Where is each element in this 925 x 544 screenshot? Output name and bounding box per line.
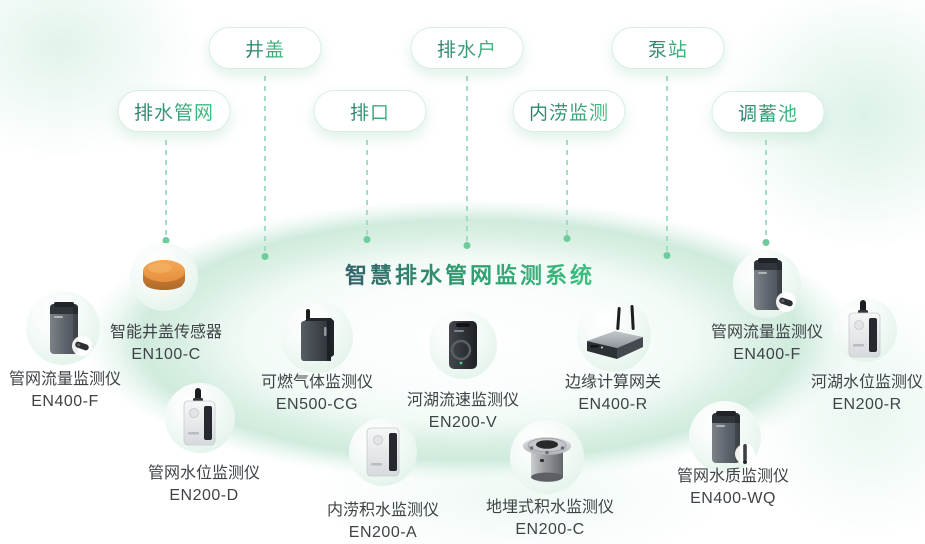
device-photo-circle bbox=[26, 291, 100, 365]
device-label: 地埋式积水监测仪 EN200-C bbox=[486, 497, 614, 541]
device-name: 智能井盖传感器 bbox=[109, 324, 223, 341]
water-level-monitor-icon bbox=[848, 300, 881, 358]
category-pill-label: 泵站 bbox=[648, 35, 688, 62]
device-name: 地埋式积水监测仪 bbox=[485, 499, 615, 516]
device-model: EN100-C bbox=[131, 346, 201, 363]
category-pill-outlet: 排口 bbox=[313, 90, 427, 132]
device-name: 管网流量监测仪 bbox=[710, 324, 824, 341]
device-photo-circle bbox=[577, 298, 651, 372]
connector-dot bbox=[363, 236, 371, 243]
connector-line bbox=[162, 140, 170, 244]
device-name: 河湖流速监测仪 bbox=[406, 392, 520, 409]
water-level-monitor-icon bbox=[183, 388, 216, 446]
device-photo-circle bbox=[689, 401, 761, 473]
category-pill-label: 排水管网 bbox=[134, 98, 214, 125]
connector-line bbox=[463, 76, 471, 249]
flow-monitor-icon bbox=[50, 302, 92, 356]
device-name: 管网流量监测仪 bbox=[8, 371, 122, 388]
device-photo-circle bbox=[281, 301, 353, 373]
water-quality-monitor-icon bbox=[712, 411, 755, 464]
background-glow bbox=[0, 0, 200, 160]
device-name: 边缘计算网关 bbox=[564, 374, 662, 391]
device-name: 管网水位监测仪 bbox=[147, 465, 261, 482]
category-pill-drainage-household: 排水户 bbox=[410, 27, 524, 69]
device-photo-circle bbox=[733, 250, 801, 318]
connector-dot bbox=[162, 237, 170, 244]
category-pill-regulating-reservoir: 调蓄池 bbox=[711, 91, 825, 133]
ponding-monitor-icon bbox=[366, 427, 400, 477]
device-model: EN400-WQ bbox=[690, 490, 776, 507]
category-pill-waterlogging-monitoring: 内涝监测 bbox=[512, 90, 626, 132]
device-photo-circle bbox=[833, 298, 897, 362]
gas-monitor-icon bbox=[301, 309, 334, 361]
device-label: 管网水质监测仪 EN400-WQ bbox=[677, 466, 789, 510]
device-label: 智能井盖传感器 EN100-C bbox=[110, 322, 222, 366]
edge-gateway-icon bbox=[587, 304, 643, 359]
connector-line bbox=[762, 140, 770, 246]
device-photo-circle bbox=[429, 311, 497, 379]
buried-ponding-monitor-icon bbox=[523, 437, 571, 482]
device-label: 河湖水位监测仪 EN200-R bbox=[811, 372, 923, 416]
device-model: EN200-D bbox=[169, 487, 239, 504]
device-model: EN200-V bbox=[428, 414, 498, 431]
device-model: EN400-F bbox=[31, 393, 99, 410]
device-label: 河湖流速监测仪 EN200-V bbox=[407, 390, 519, 434]
device-model: EN200-C bbox=[515, 521, 585, 538]
device-name: 河湖水位监测仪 bbox=[810, 374, 924, 391]
flow-monitor-icon bbox=[754, 258, 796, 312]
manhole-cover-sensor-icon bbox=[143, 260, 185, 290]
device-label: 管网流量监测仪 EN400-F bbox=[9, 369, 121, 413]
connector-dot bbox=[563, 235, 571, 242]
device-photo-circle bbox=[130, 243, 198, 311]
device-model: EN400-F bbox=[733, 346, 801, 363]
device-model: EN500-CG bbox=[275, 396, 359, 413]
connector-dot bbox=[663, 252, 671, 259]
device-label: 内涝积水监测仪 EN200-A bbox=[327, 500, 439, 544]
device-label: 边缘计算网关 EN400-R bbox=[565, 372, 661, 416]
device-name: 管网水质监测仪 bbox=[676, 468, 790, 485]
category-pill-label: 内涝监测 bbox=[529, 98, 609, 125]
connector-line bbox=[563, 140, 571, 242]
category-pill-label: 井盖 bbox=[245, 35, 285, 62]
flow-velocity-monitor-icon bbox=[449, 321, 477, 369]
device-model: EN200-A bbox=[348, 524, 418, 541]
device-name: 内涝积水监测仪 bbox=[326, 502, 440, 519]
category-pill-drainage-network: 排水管网 bbox=[117, 90, 231, 132]
category-pill-label: 排口 bbox=[350, 98, 390, 125]
device-label: 管网流量监测仪 EN400-F bbox=[711, 322, 823, 366]
device-photo-circle bbox=[165, 383, 235, 453]
connector-line bbox=[261, 76, 269, 260]
category-pill-label: 排水户 bbox=[437, 35, 497, 62]
category-pill-label: 调蓄池 bbox=[738, 99, 798, 126]
device-name: 可燃气体监测仪 bbox=[260, 374, 374, 391]
category-pill-manhole-cover: 井盖 bbox=[208, 27, 322, 69]
device-photo-circle bbox=[510, 420, 584, 494]
connector-dot bbox=[762, 239, 770, 246]
connector-line bbox=[663, 76, 671, 259]
device-model: EN200-R bbox=[832, 396, 902, 413]
category-pill-pump-station: 泵站 bbox=[611, 27, 725, 69]
system-title: 智慧排水管网监测系统 bbox=[345, 258, 595, 290]
connector-line bbox=[363, 140, 371, 243]
device-model: EN400-R bbox=[578, 396, 648, 413]
connector-dot bbox=[261, 253, 269, 260]
device-label: 管网水位监测仪 EN200-D bbox=[148, 463, 260, 507]
device-label: 可燃气体监测仪 EN500-CG bbox=[261, 372, 373, 416]
connector-dot bbox=[463, 242, 471, 249]
